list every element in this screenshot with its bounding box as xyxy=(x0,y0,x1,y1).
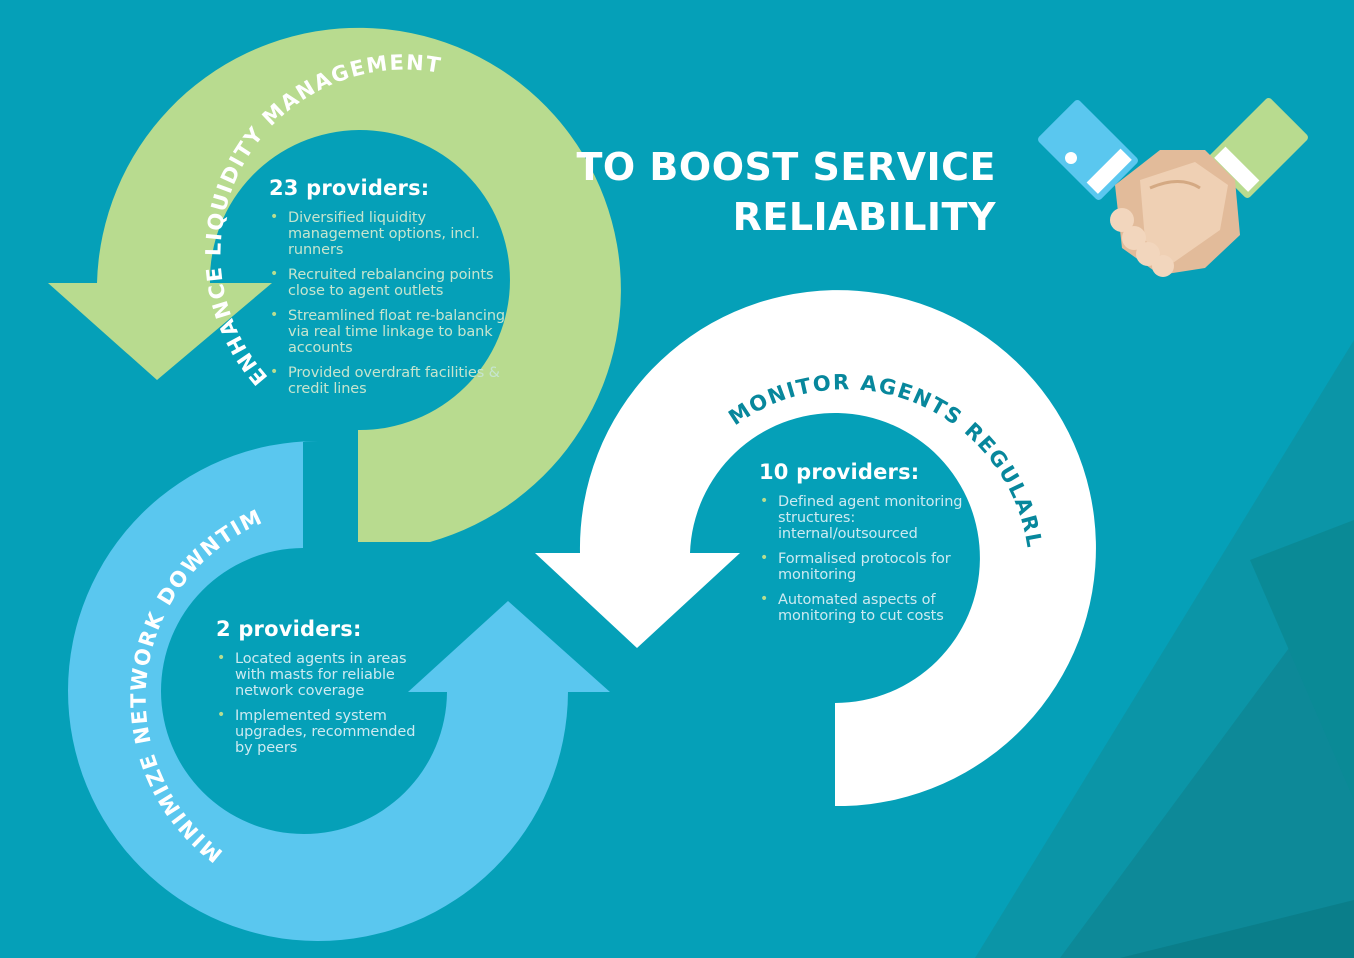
monitor-arrow-shape xyxy=(535,290,1096,806)
liquidity-bullet-list: Diversified liquidity management options… xyxy=(269,209,509,397)
list-item: Implemented system upgrades, recommended… xyxy=(216,707,416,756)
bg-triangle-dark xyxy=(1120,900,1354,958)
page-title-line-2: RELIABILITY xyxy=(732,195,996,239)
network-text-block: 2 providers: Located agents in areas wit… xyxy=(216,617,416,765)
list-item: Diversified liquidity management options… xyxy=(269,209,509,258)
list-item: Automated aspects of monitoring to cut c… xyxy=(759,591,969,624)
network-arrow xyxy=(68,441,610,941)
list-item: Recruited rebalancing points close to ag… xyxy=(269,266,509,299)
liquidity-arrow-shape xyxy=(48,27,621,542)
list-item: Streamlined float re-balancing via real … xyxy=(269,307,509,356)
monitor-text-block: 10 providers: Defined agent monitoring s… xyxy=(759,460,969,633)
list-item: Located agents in areas with masts for r… xyxy=(216,650,416,699)
page-title-line-1: TO BOOST SERVICE xyxy=(576,145,996,189)
liquidity-heading: 23 providers: xyxy=(269,176,430,200)
liquidity-text-block: 23 providers: Diversified liquidity mana… xyxy=(269,176,509,406)
monitor-bullet-list: Defined agent monitoring structures: int… xyxy=(759,493,969,624)
bg-triangle-accent xyxy=(1250,520,1354,800)
background-shapes xyxy=(975,340,1354,958)
liquidity-arrow xyxy=(48,27,621,542)
bg-triangle-mid xyxy=(1060,560,1354,958)
monitor-arrow xyxy=(535,290,1096,806)
network-heading: 2 providers: xyxy=(216,617,362,641)
list-item: Defined agent monitoring structures: int… xyxy=(759,493,969,542)
network-arrow-shape xyxy=(68,441,610,941)
list-item: Formalised protocols for monitoring xyxy=(759,550,969,583)
page-title: TO BOOST SERVICE RELIABILITY xyxy=(560,142,996,242)
handshake-icon xyxy=(1038,98,1308,277)
monitor-heading: 10 providers: xyxy=(759,460,920,484)
network-bullet-list: Located agents in areas with masts for r… xyxy=(216,650,416,756)
list-item: Provided overdraft facilities & credit l… xyxy=(269,364,509,397)
